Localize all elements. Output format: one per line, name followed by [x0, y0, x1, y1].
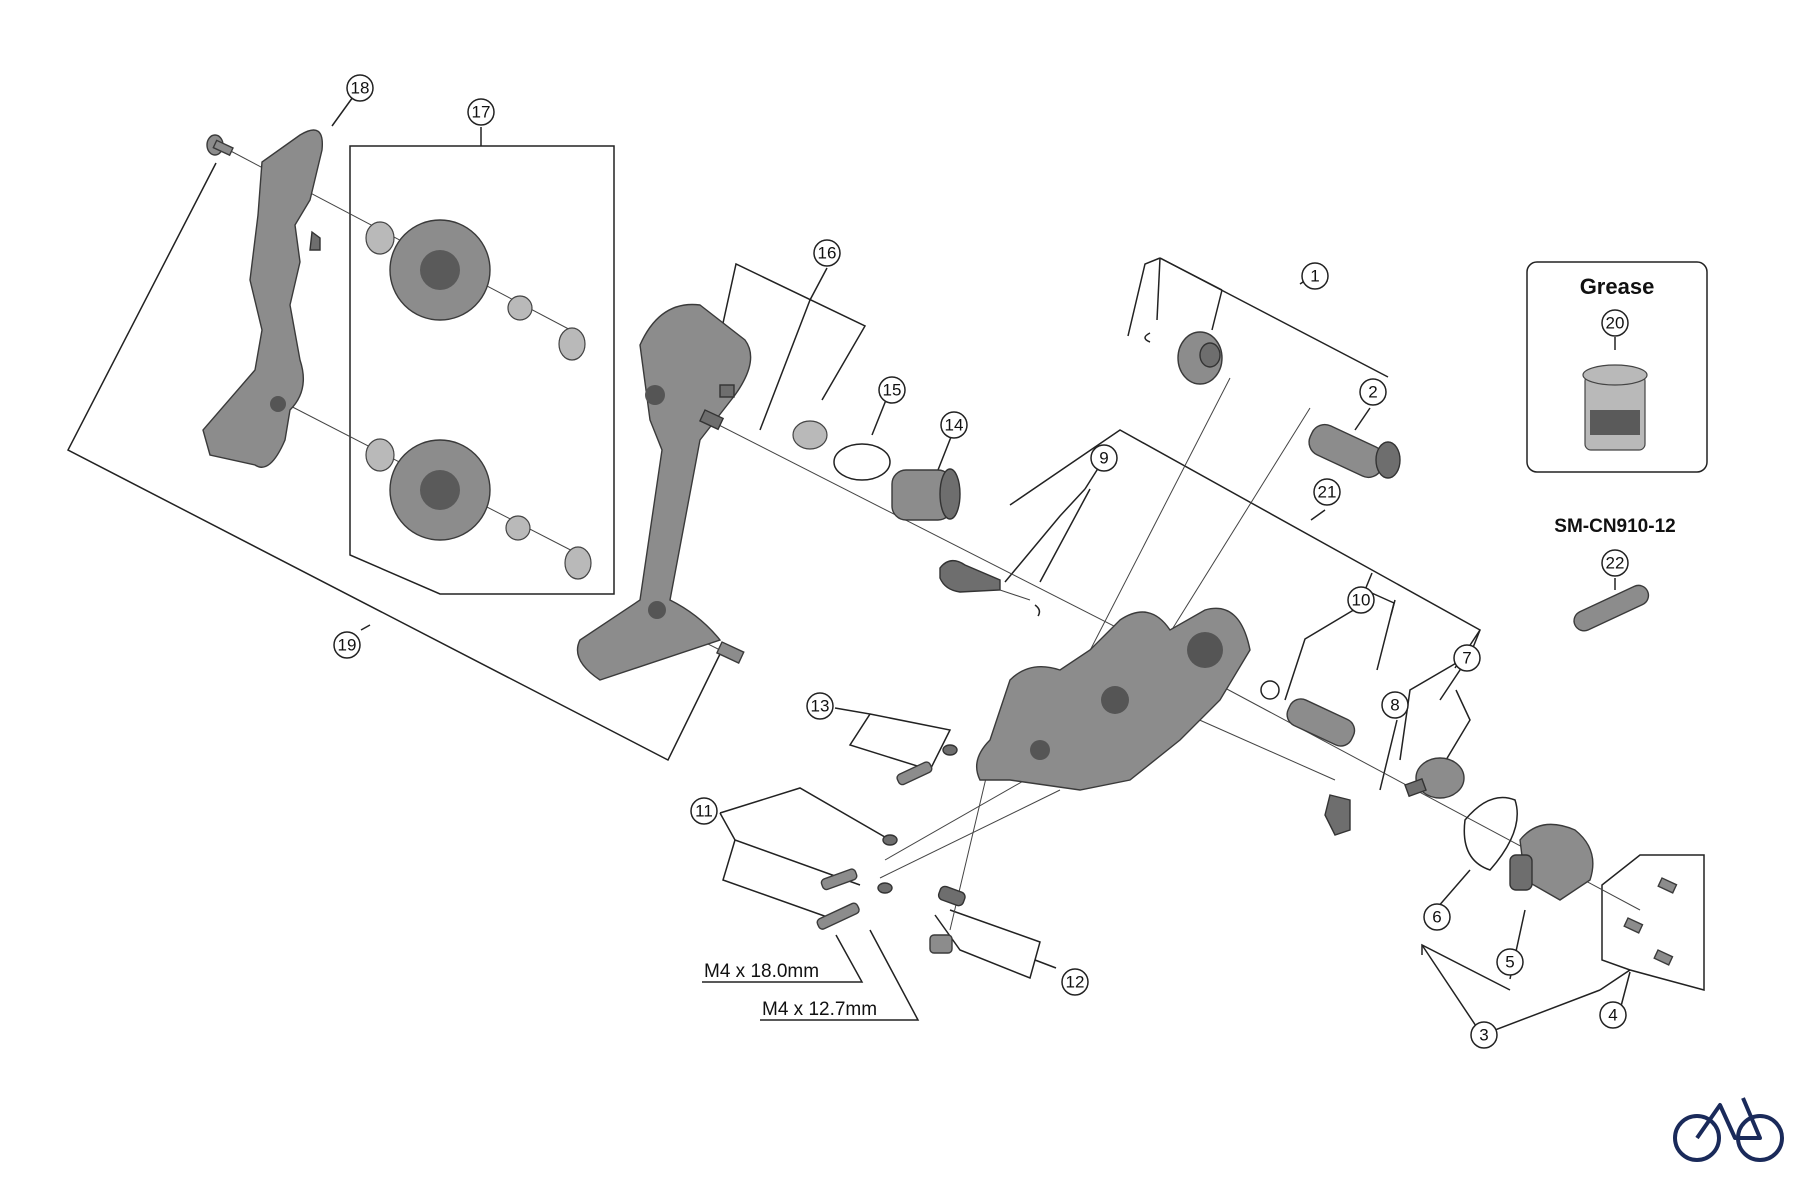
cover-screws-part [1623, 877, 1678, 966]
b-tension-part [1324, 794, 1351, 836]
bicycle-logo-icon [1673, 1097, 1784, 1162]
svg-text:22: 22 [1606, 554, 1625, 573]
leader-lines [66, 89, 1705, 1036]
svg-text:6: 6 [1432, 908, 1441, 927]
upper-pulley-part [365, 219, 586, 361]
svg-text:2: 2 [1368, 383, 1377, 402]
grease-box [1526, 261, 1708, 473]
stopper-bolt-part [896, 744, 958, 786]
callout-15: 15 [878, 376, 906, 404]
svg-text:12: 12 [1066, 973, 1085, 992]
cable-guide-part [939, 560, 1041, 617]
callout-8: 8 [1381, 691, 1409, 719]
svg-text:20: 20 [1606, 314, 1625, 333]
callout-10: 10 [1347, 586, 1375, 614]
callout-3: 3 [1470, 1021, 1498, 1049]
callout-18: 18 [346, 74, 374, 102]
b-axle-part [1260, 680, 1356, 747]
callout-9: 9 [1090, 444, 1118, 472]
callout-21: 21 [1313, 478, 1341, 506]
callout-22: 22 [1601, 549, 1629, 577]
grease-title: Grease [1580, 274, 1655, 299]
callout-11: 11 [690, 797, 718, 825]
callout-13: 13 [806, 692, 834, 720]
callout-19: 19 [333, 631, 361, 659]
callout-1: 1 [1301, 262, 1329, 290]
svg-text:13: 13 [811, 697, 830, 716]
svg-text:10: 10 [1352, 591, 1371, 610]
callout-20: 20 [1601, 309, 1629, 337]
svg-text:5: 5 [1505, 953, 1514, 972]
adjust-unit-part [1144, 331, 1223, 385]
svg-text:16: 16 [818, 244, 837, 263]
svg-text:15: 15 [883, 381, 902, 400]
quick-link-part [1573, 584, 1650, 632]
callout-17: 17 [467, 98, 495, 126]
spring-part [891, 468, 961, 521]
svg-text:19: 19 [338, 636, 357, 655]
screw-short-label: M4 x 12.7mm [762, 999, 877, 1020]
main-body-part [976, 607, 1251, 791]
outer-plate-part [576, 303, 752, 681]
callout-2: 2 [1359, 378, 1387, 406]
svg-text:17: 17 [472, 103, 491, 122]
callout-5: 5 [1496, 948, 1524, 976]
callout-12: 12 [1061, 968, 1089, 996]
inner-plate-part [202, 129, 324, 468]
adjust-bolts-part [816, 834, 898, 930]
plate-bolt-part [715, 641, 745, 664]
svg-text:21: 21 [1318, 483, 1337, 502]
svg-text:9: 9 [1099, 449, 1108, 468]
snap-ring-part [833, 443, 891, 481]
svg-text:18: 18 [351, 79, 370, 98]
svg-text:7: 7 [1462, 649, 1471, 668]
svg-text:3: 3 [1479, 1026, 1488, 1045]
callout-16: 16 [813, 239, 841, 267]
svg-text:1: 1 [1310, 267, 1319, 286]
svg-text:8: 8 [1390, 696, 1399, 715]
axle-part [1308, 423, 1401, 479]
lower-pulley-part [365, 438, 592, 580]
stabilizer-part [1404, 757, 1465, 799]
cover-part [1509, 823, 1594, 901]
callout-6: 6 [1423, 903, 1451, 931]
bushing-part [792, 420, 828, 450]
callout-14: 14 [940, 411, 968, 439]
chain-model-label: SM-CN910-12 [1554, 516, 1675, 537]
callouts: 1 2 3 4 5 6 7 8 9 10 11 12 13 14 15 16 1… [333, 74, 1629, 1049]
parts [202, 129, 1708, 966]
seal-part [1463, 796, 1518, 871]
svg-text:14: 14 [945, 416, 964, 435]
screw-long-label: M4 x 18.0mm [704, 961, 819, 982]
callout-4: 4 [1599, 1001, 1627, 1029]
pulley-bolt-part [206, 134, 234, 157]
svg-text:11: 11 [695, 802, 713, 821]
svg-text:4: 4 [1608, 1006, 1617, 1025]
callout-7: 7 [1453, 644, 1481, 672]
cable-fixing-part [929, 885, 966, 954]
